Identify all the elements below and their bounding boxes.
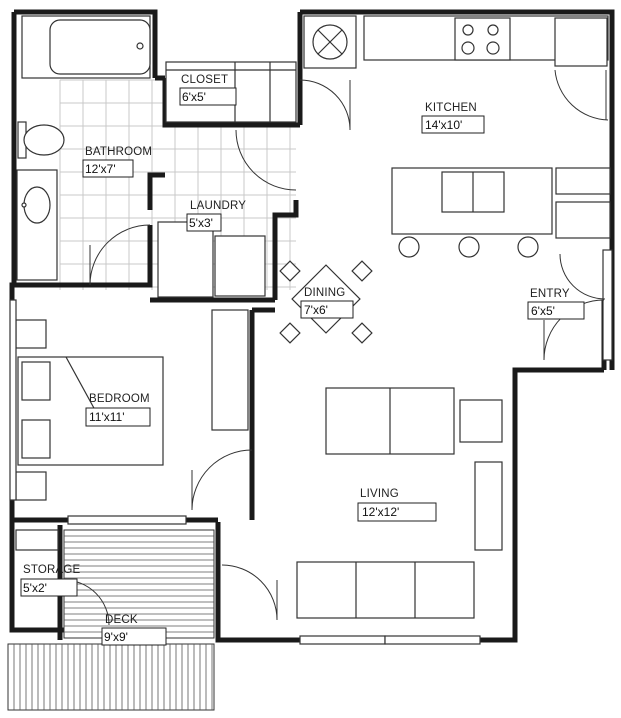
storage-shelf (15, 529, 59, 551)
svg-text:6'x5': 6'x5' (182, 90, 206, 104)
windows (9, 249, 613, 645)
nightstand (15, 471, 47, 501)
room-label-entry: ENTRY 6'x5' (527, 288, 585, 320)
room-label-kitchen: KITCHEN 14'x10' (421, 102, 485, 134)
room-label-bedroom: BEDROOM 11'x11' (85, 393, 151, 427)
bathtub (21, 15, 151, 79)
svg-text:5'x3': 5'x3' (189, 216, 213, 230)
bathroom-vanity (16, 169, 58, 281)
svg-text:BEDROOM: BEDROOM (89, 393, 150, 405)
room-label-dining: DINING 7'x6' (300, 287, 354, 319)
deck-boards (7, 529, 215, 711)
sectional-sofa (296, 561, 475, 619)
svg-text:KITCHEN: KITCHEN (425, 102, 477, 114)
laundry-machines (157, 221, 266, 298)
svg-text:6'x5': 6'x5' (531, 304, 555, 318)
room-label-bathroom: BATHROOM 12'x7' (82, 146, 152, 178)
toilet (17, 121, 65, 159)
svg-text:5'x2': 5'x2' (23, 581, 47, 595)
kitchen-counter (363, 15, 609, 67)
svg-text:14'x10': 14'x10' (425, 118, 462, 132)
svg-text:9'x9': 9'x9' (104, 630, 128, 644)
svg-text:DINING: DINING (304, 287, 345, 299)
entry-closet (555, 201, 611, 239)
svg-text:CLOSET: CLOSET (181, 74, 228, 86)
svg-text:ENTRY: ENTRY (530, 288, 570, 300)
tv-console (474, 461, 503, 551)
svg-text:11'x11': 11'x11' (89, 410, 125, 424)
svg-text:12'x12': 12'x12' (362, 505, 399, 519)
bed (17, 356, 164, 466)
svg-text:12'x7': 12'x7' (85, 162, 116, 176)
room-label-storage: STORAGE 5'x2' (20, 564, 81, 597)
water-heater (303, 15, 357, 69)
room-label-living: LIVING 12'x12' (357, 488, 437, 522)
svg-text:DECK: DECK (105, 614, 138, 626)
side-table (459, 399, 503, 443)
svg-text:7'x6': 7'x6' (304, 303, 328, 317)
room-label-closet: CLOSET 6'x5' (179, 74, 237, 106)
room-label-laundry: LAUNDRY 5'x3' (186, 200, 246, 232)
nightstand (15, 319, 47, 349)
svg-text:STORAGE: STORAGE (23, 564, 81, 576)
svg-text:BATHROOM: BATHROOM (85, 146, 152, 158)
room-label-deck: DECK 9'x9' (101, 614, 167, 646)
pantry (555, 167, 611, 195)
svg-text:LAUNDRY: LAUNDRY (190, 200, 246, 212)
svg-text:LIVING: LIVING (360, 488, 399, 500)
kitchen-island (391, 167, 553, 258)
dresser (211, 309, 249, 431)
sofa (325, 387, 455, 455)
